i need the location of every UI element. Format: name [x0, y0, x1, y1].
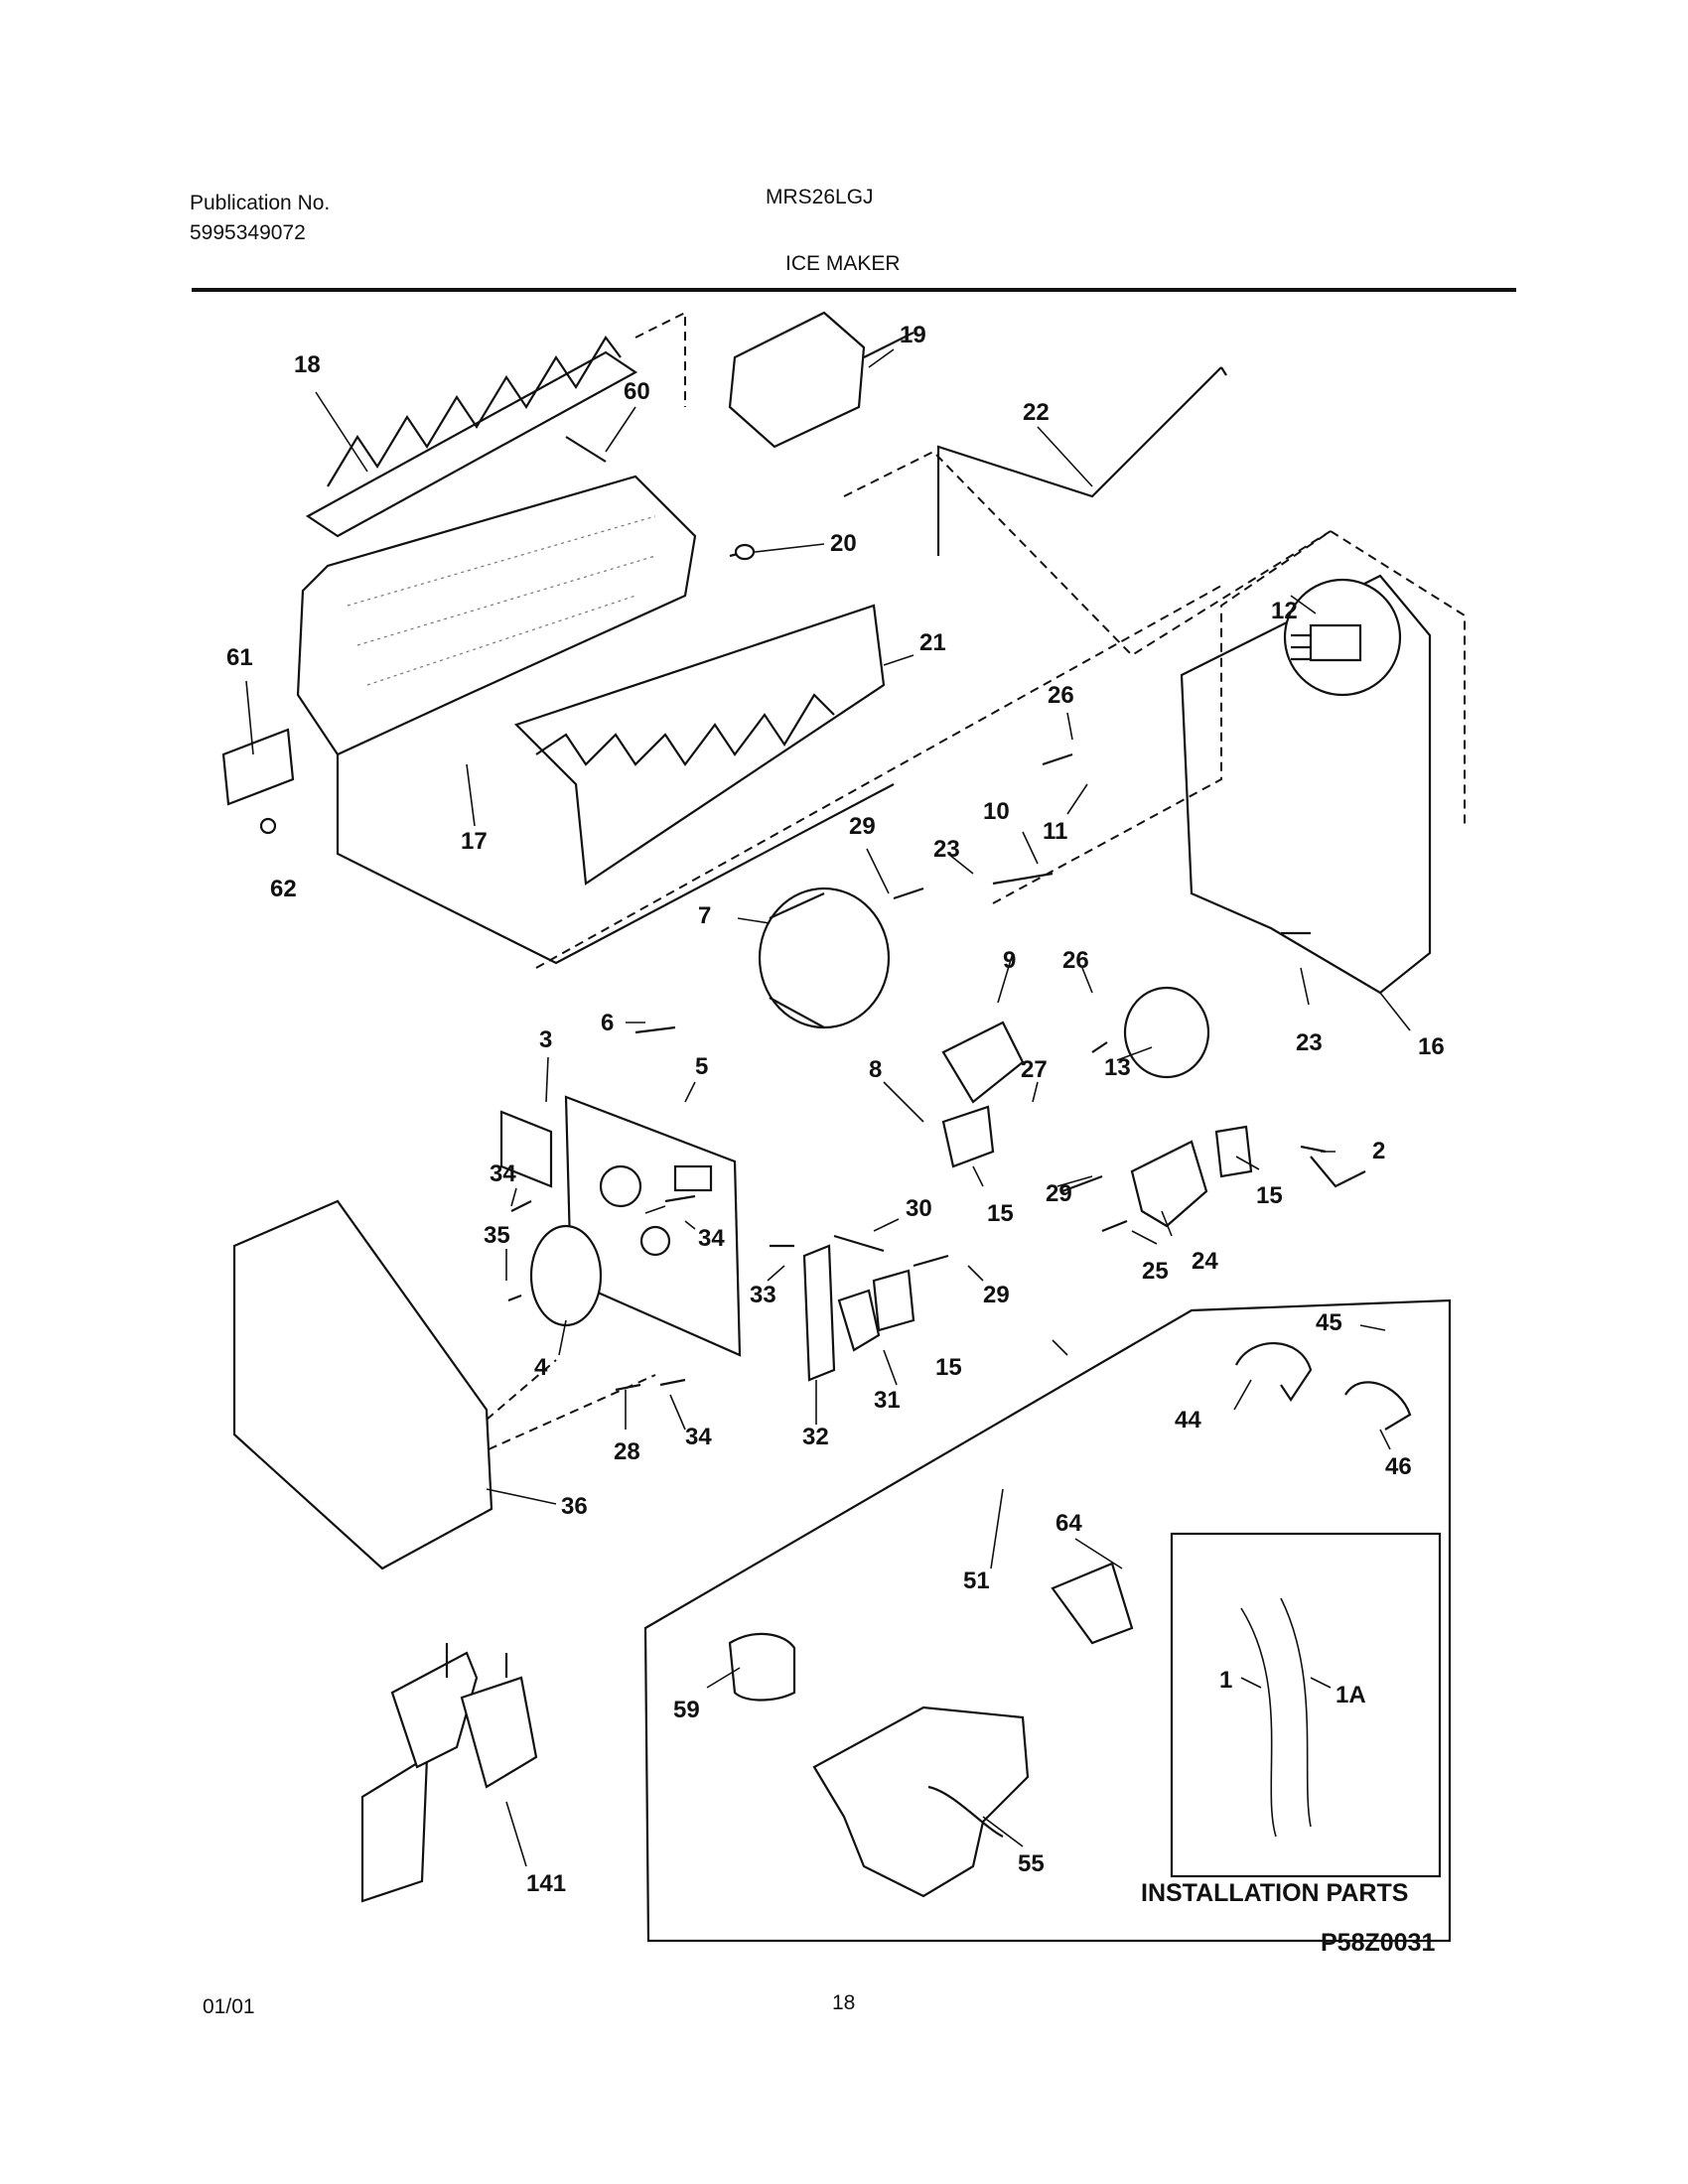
publication-number: 5995349072 — [190, 221, 306, 244]
callout-23b: 23 — [1296, 1029, 1323, 1056]
callout-36: 36 — [561, 1493, 588, 1520]
callout-29b: 29 — [1046, 1180, 1072, 1207]
callout-44: 44 — [1175, 1407, 1201, 1433]
insulator-part-3 — [499, 1110, 553, 1188]
page-number: 18 — [832, 1991, 856, 2014]
callout-21: 21 — [919, 629, 946, 656]
callout-10: 10 — [983, 798, 1010, 825]
gear-part-4 — [529, 1224, 603, 1327]
callout-22: 22 — [1023, 399, 1050, 426]
callout-26: 26 — [1048, 682, 1074, 709]
callout-18: 18 — [294, 351, 321, 378]
callout-3: 3 — [539, 1026, 552, 1053]
callout-6: 6 — [601, 1010, 614, 1036]
callout-46: 46 — [1385, 1453, 1412, 1480]
callout-7: 7 — [698, 902, 711, 929]
harness-part-15 — [872, 1105, 1253, 1332]
callout-61: 61 — [226, 644, 253, 671]
footer-date: 01/01 — [203, 1995, 255, 2018]
front-cover-part-36 — [232, 1199, 656, 1570]
cover-part-19 — [728, 311, 914, 449]
switch-part-9 — [941, 1021, 1025, 1104]
callout-15b: 15 — [1256, 1182, 1283, 1209]
callout-23: 23 — [933, 836, 960, 863]
mounting-plate-part-5 — [564, 1095, 742, 1357]
callout-33: 33 — [750, 1282, 776, 1308]
callout-34c: 34 — [685, 1424, 712, 1450]
model-number: MRS26LGJ — [766, 186, 874, 208]
cap-part-20 — [734, 543, 756, 561]
callout-30: 30 — [906, 1195, 932, 1222]
installation-parts-panel — [643, 1298, 1452, 1943]
header-rule — [192, 288, 1516, 292]
callout-9: 9 — [1003, 947, 1016, 974]
diagram-code: P58Z0031 — [1321, 1929, 1435, 1957]
callout-62: 62 — [270, 876, 297, 902]
callout-1: 1 — [1219, 1667, 1232, 1694]
callout-15c: 15 — [935, 1354, 962, 1381]
callout-141: 141 — [526, 1870, 566, 1897]
callout-labels: 18 60 19 22 20 21 12 61 17 62 26 10 11 2… — [226, 322, 1445, 1897]
callout-29c: 29 — [983, 1282, 1010, 1308]
housing-part-16 — [535, 529, 1466, 995]
section-title: ICE MAKER — [785, 252, 901, 275]
callout-26b: 26 — [1062, 947, 1089, 974]
callout-1a: 1A — [1336, 1682, 1366, 1708]
fasteners — [259, 436, 1311, 1392]
heater-part-31 — [837, 1289, 881, 1352]
publication-label: Publication No. — [190, 192, 331, 214]
callout-5: 5 — [695, 1053, 708, 1080]
bracket-part-32 — [802, 1244, 836, 1382]
callout-64: 64 — [1055, 1510, 1082, 1537]
callout-55: 55 — [1018, 1850, 1045, 1877]
callout-29: 29 — [849, 813, 876, 840]
callout-51: 51 — [963, 1568, 990, 1594]
callout-32: 32 — [802, 1424, 829, 1450]
callout-45: 45 — [1316, 1309, 1342, 1336]
callout-20: 20 — [830, 530, 857, 557]
callout-34b: 34 — [698, 1225, 725, 1252]
callout-28: 28 — [614, 1438, 640, 1465]
mold-part-17 — [296, 475, 895, 965]
thermostat-part-13 — [1123, 986, 1210, 1079]
callout-60: 60 — [624, 378, 650, 405]
callout-2: 2 — [1372, 1138, 1385, 1164]
installation-parts-label: INSTALLATION PARTS — [1141, 1879, 1408, 1907]
callout-17: 17 — [461, 828, 488, 855]
callout-19: 19 — [900, 322, 926, 348]
motor-part-7 — [758, 887, 891, 1029]
callout-25: 25 — [1142, 1258, 1169, 1285]
water-valve-part-141 — [360, 1643, 538, 1903]
wire-part-2 — [1300, 1145, 1366, 1188]
callout-leaders — [245, 348, 1411, 1867]
callout-8: 8 — [869, 1056, 882, 1083]
callout-34: 34 — [490, 1160, 516, 1187]
callout-35: 35 — [484, 1222, 510, 1249]
callout-4: 4 — [534, 1354, 548, 1381]
callout-11: 11 — [1043, 818, 1067, 845]
shutoff-arm-part-22 — [843, 366, 1332, 657]
callout-16: 16 — [1418, 1033, 1445, 1060]
valve-part-55 — [927, 1785, 1004, 1838]
callout-12: 12 — [1271, 598, 1298, 624]
callout-15: 15 — [987, 1200, 1014, 1227]
stripper-part-21 — [513, 604, 886, 886]
lever-part-24 — [1130, 1140, 1208, 1228]
callout-31: 31 — [874, 1387, 901, 1414]
callout-27: 27 — [1021, 1056, 1048, 1083]
callout-13: 13 — [1104, 1054, 1131, 1081]
callout-59: 59 — [673, 1697, 700, 1723]
bracket-part-61 — [221, 728, 295, 806]
ejector-blade-part-18 — [305, 311, 686, 538]
callout-24: 24 — [1192, 1248, 1218, 1275]
